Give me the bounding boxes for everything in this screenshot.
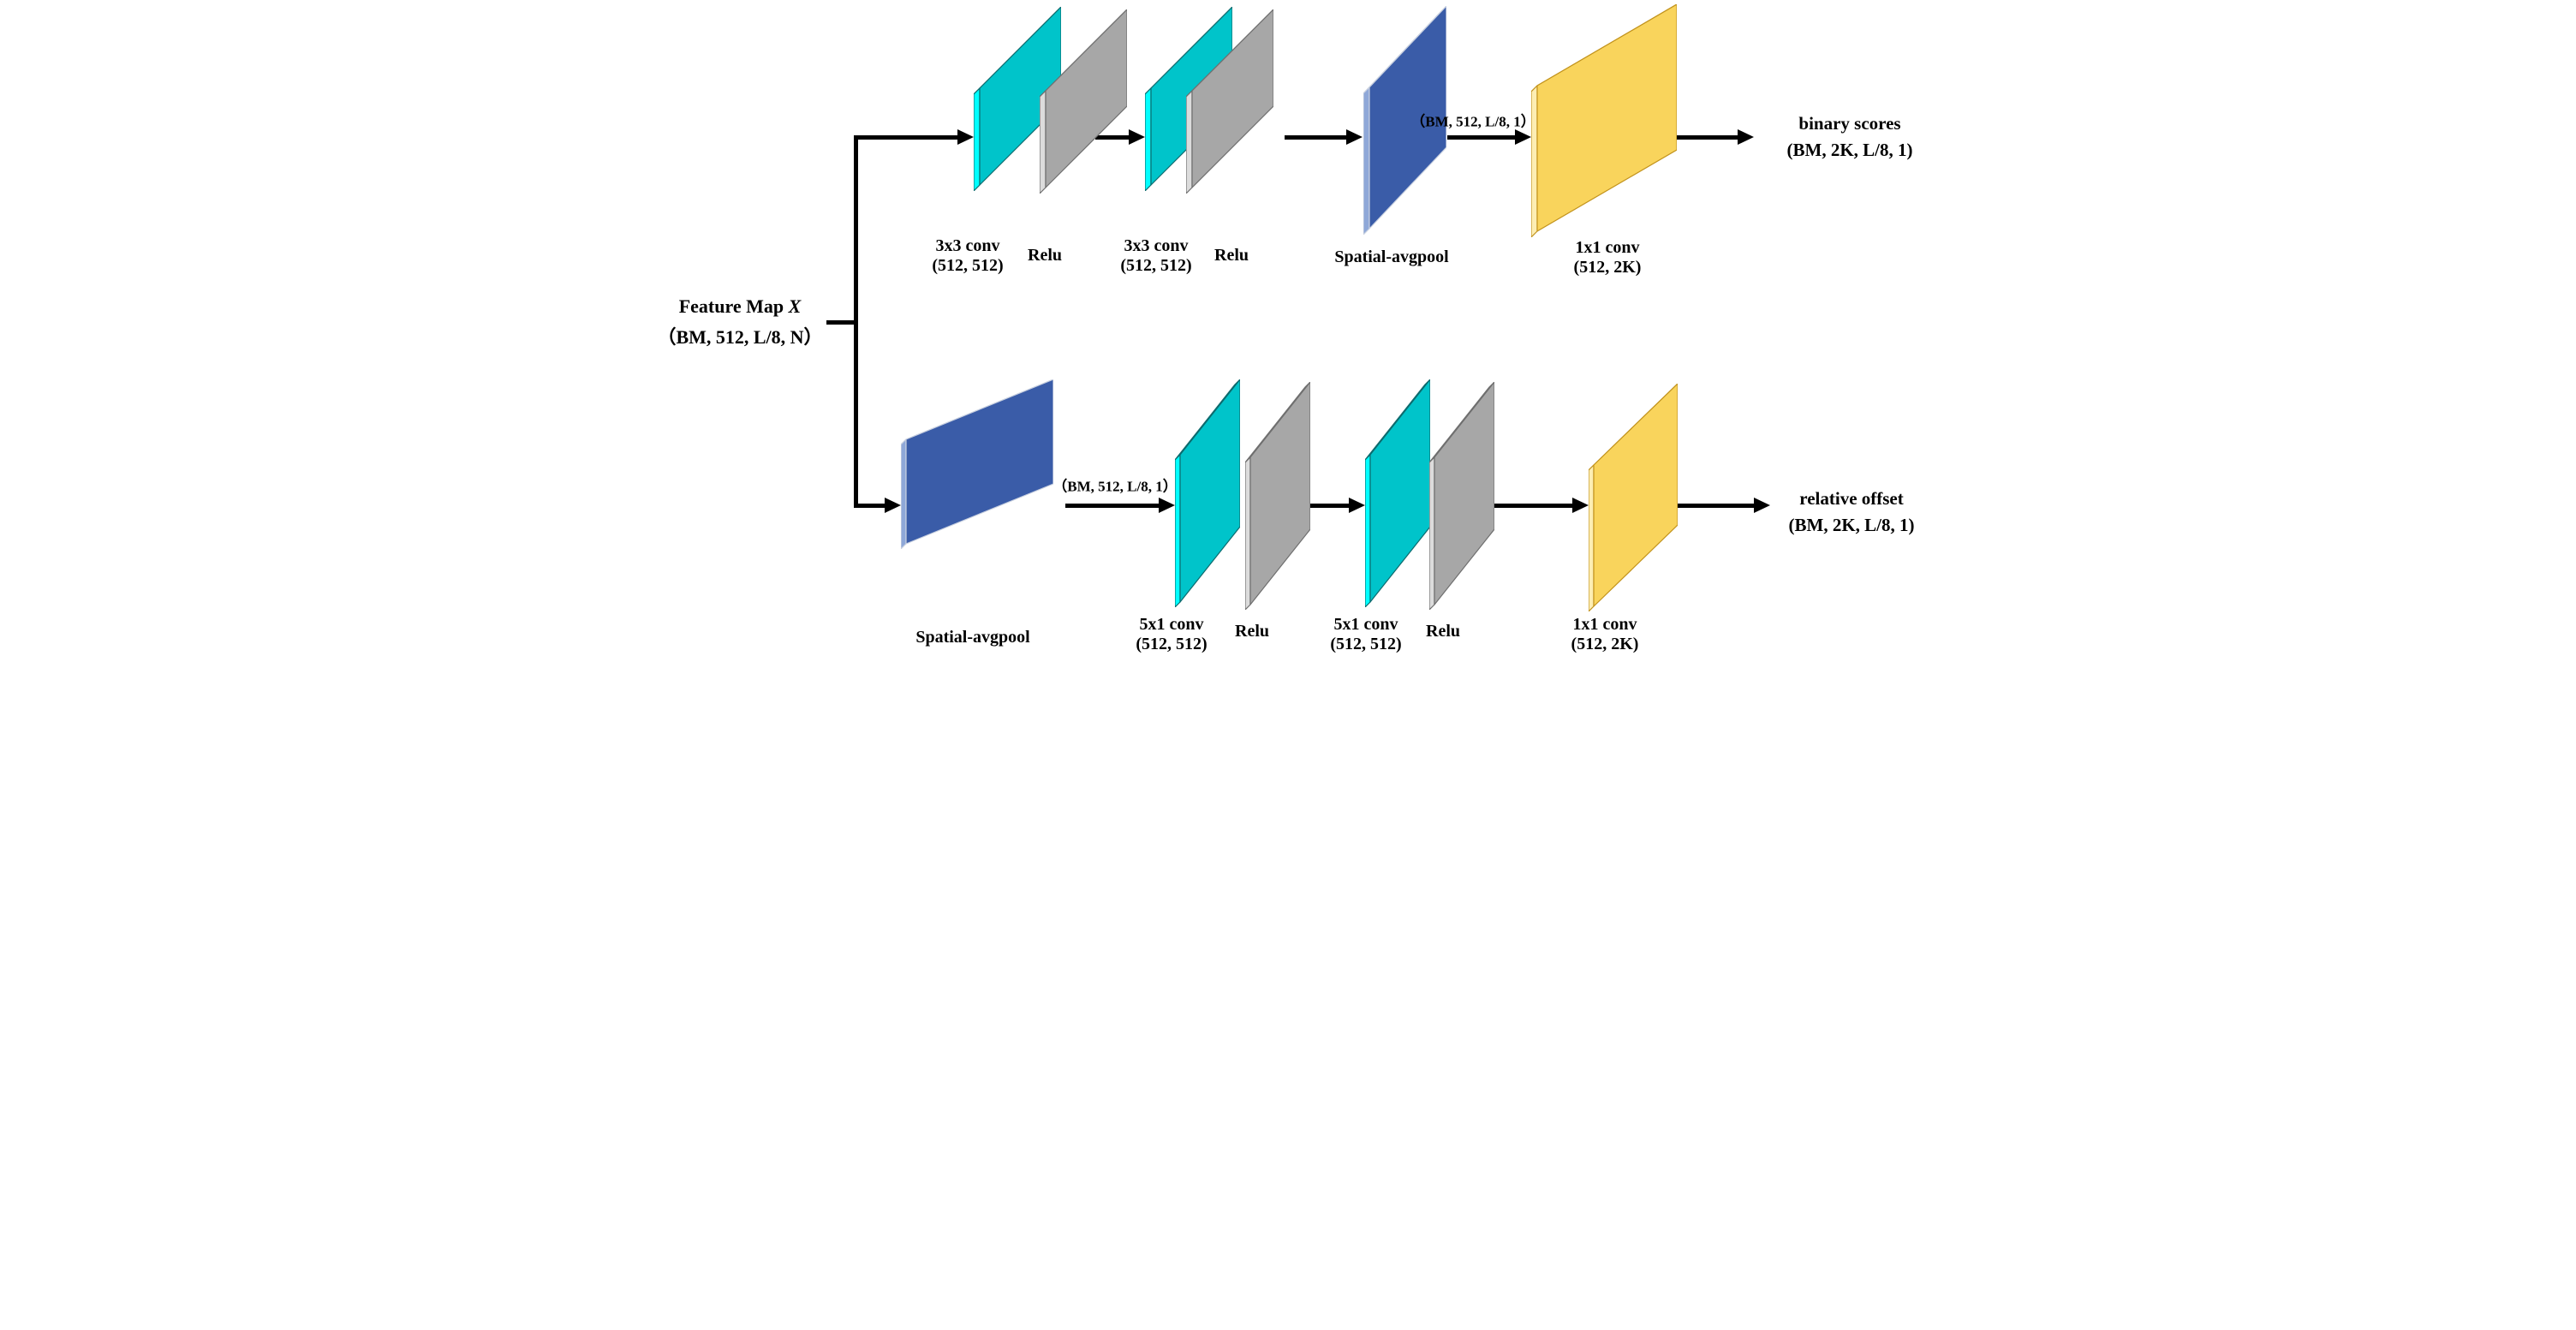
top-output-line1: binary scores (1798, 113, 1901, 134)
input-shape: （BM, 512, L/8, N） (657, 326, 823, 348)
top-relu1-label: Relu (1028, 246, 1062, 265)
bottom-conv2-slab (1365, 379, 1430, 607)
arrow-bottom-relu2-to-conv1x1 (1492, 498, 1589, 513)
bottom-conv1x1-slab (1589, 384, 1678, 611)
top-output-label: binary scores (BM, 2K, L/8, 1) (1787, 110, 1913, 164)
trunk-horizontal-line (826, 320, 857, 325)
bottom-conv1-slab (1175, 379, 1240, 607)
arrow-bottom-output (1637, 498, 1770, 513)
top-edge-annotation: （BM, 512, L/8, 1） (1410, 113, 1535, 130)
bottom-relu1-label: Relu (1235, 622, 1269, 641)
arrow-bottom-relu1-to-conv2 (1297, 498, 1365, 513)
bottom-relu2-label: Relu (1426, 622, 1460, 641)
input-feature-map-label: Feature Map X （BM, 512, L/8, N） (657, 291, 822, 353)
top-conv1-slab (974, 7, 1061, 191)
top-output-line2: (BM, 2K, L/8, 1) (1786, 140, 1913, 160)
bottom-relu1-slab (1245, 382, 1310, 610)
top-relu1-slab (1040, 9, 1127, 194)
top-conv2-label: 3x3 conv (512, 512) (1120, 236, 1192, 275)
bottom-relu2-slab (1429, 382, 1494, 610)
arrow-top-output (1629, 129, 1754, 145)
input-title: Feature Map X (678, 295, 802, 317)
input-variable: X (788, 295, 802, 317)
top-conv1-label: 3x3 conv (512, 512) (932, 236, 1004, 275)
arrow-top-relu1-to-conv2 (1095, 129, 1145, 145)
top-relu2-slab (1186, 9, 1273, 194)
bottom-output-label: relative offset (BM, 2K, L/8, 1) (1789, 486, 1915, 539)
architecture-diagram: Feature Map X （BM, 512, L/8, N） (644, 0, 1932, 665)
bottom-edge-annotation: （BM, 512, L/8, 1） (1052, 478, 1178, 495)
bottom-conv1-label: 5x1 conv (512, 512) (1136, 615, 1208, 653)
top-relu2-label: Relu (1214, 246, 1249, 265)
bottom-pool-slab (901, 379, 1053, 549)
top-pool-label: Spatial-avgpool (1334, 248, 1449, 266)
bottom-output-line1: relative offset (1799, 488, 1904, 509)
top-conv1x1-label: 1x1 conv (512, 2K) (1573, 238, 1642, 277)
arrow-input-to-bottom-pool (856, 498, 901, 513)
arrow-bottom-pool-to-conv1 (1065, 498, 1175, 513)
bottom-pool-label: Spatial-avgpool (915, 628, 1030, 647)
bottom-conv2-label: 5x1 conv (512, 512) (1330, 615, 1402, 653)
bottom-conv1x1-label: 1x1 conv (512, 2K) (1571, 615, 1639, 653)
top-pool-slab (1363, 6, 1446, 235)
trunk-vertical-line (854, 135, 858, 508)
top-conv1x1-slab (1531, 4, 1677, 237)
arrow-top-pool-to-conv1x1 (1447, 129, 1531, 145)
bottom-output-line2: (BM, 2K, L/8, 1) (1788, 515, 1915, 535)
arrow-top-relu2-to-pool (1285, 129, 1363, 145)
arrow-input-to-top-conv1 (856, 129, 974, 145)
